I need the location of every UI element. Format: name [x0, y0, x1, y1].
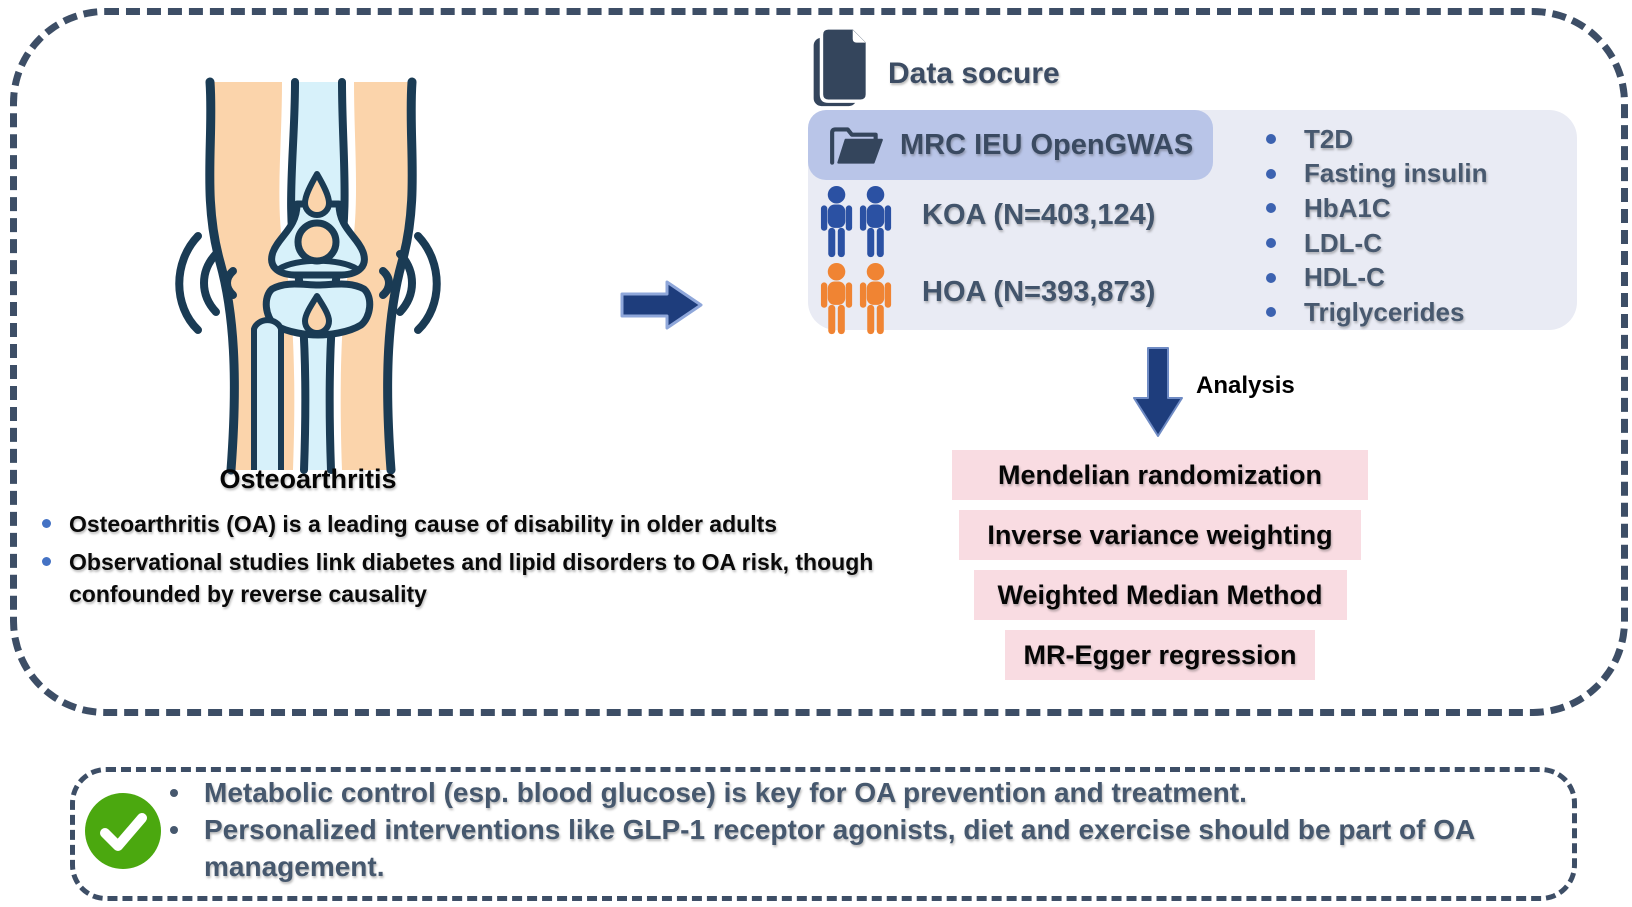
- people-blue-icon: [820, 185, 892, 258]
- analysis-label: Analysis: [1196, 372, 1295, 399]
- bullet-dot-icon: [42, 519, 51, 528]
- method-box: Weighted Median Method: [973, 570, 1347, 620]
- exposure-label: HDL-C: [1304, 262, 1385, 293]
- bullet-dot-icon: [1266, 238, 1276, 249]
- list-item: HDL-C: [1266, 260, 1487, 295]
- bullet-dot-icon: [1266, 272, 1276, 283]
- exposure-label: Triglycerides: [1304, 296, 1465, 327]
- bullet-dot-icon: [170, 789, 178, 797]
- exposure-label: Fasting insulin: [1304, 158, 1488, 189]
- exposure-label: HbA1C: [1304, 192, 1391, 223]
- oa-bullet-list: Osteoarthritis (OA) is a leading cause o…: [42, 508, 922, 616]
- hoa-cohort-label: HOA (N=393,873): [922, 276, 1156, 308]
- conclusion-dashed-panel: [70, 767, 1577, 901]
- method-list: Mendelian randomization Inverse variance…: [870, 450, 1450, 680]
- bullet-dot-icon: [1266, 307, 1276, 318]
- list-item: Observational studies link diabetes and …: [42, 546, 922, 611]
- bullet-dot-icon: [1266, 203, 1276, 214]
- conclusion-bullet-list: Metabolic control (esp. blood glucose) i…: [170, 774, 1510, 885]
- document-icon: [813, 26, 870, 107]
- list-item: Osteoarthritis (OA) is a leading cause o…: [42, 508, 922, 541]
- gwas-database-chip: MRC IEU OpenGWAS: [808, 110, 1213, 180]
- bullet-dot-icon: [1266, 134, 1276, 145]
- knee-joint-illustration: [175, 77, 441, 475]
- method-box: MR-Egger regression: [1005, 630, 1315, 680]
- list-item: Triglycerides: [1266, 295, 1487, 330]
- method-box: Inverse variance weighting: [959, 510, 1361, 560]
- bullet-dot-icon: [42, 556, 51, 566]
- osteoarthritis-caption: Osteoarthritis: [219, 464, 397, 494]
- checkmark-icon: [85, 793, 161, 869]
- koa-cohort-label: KOA (N=403,124): [922, 199, 1156, 231]
- folder-icon: [830, 127, 883, 165]
- arrow-right-icon: [620, 280, 703, 330]
- conclusion-text: Personalized interventions like GLP-1 re…: [204, 814, 1475, 882]
- gwas-database-label: MRC IEU OpenGWAS: [900, 128, 1194, 161]
- people-orange-icon: [820, 262, 892, 335]
- conclusion-text: Metabolic control (esp. blood glucose) i…: [204, 777, 1247, 808]
- exposure-label: LDL-C: [1304, 227, 1382, 258]
- bullet-dot-icon: [1266, 168, 1276, 179]
- list-item: LDL-C: [1266, 226, 1487, 261]
- exposure-list: T2D Fasting insulin HbA1C LDL-C HDL-C Tr…: [1266, 122, 1487, 330]
- list-item: HbA1C: [1266, 191, 1487, 226]
- oa-bullet-text: Osteoarthritis (OA) is a leading cause o…: [69, 511, 778, 537]
- bullet-dot-icon: [170, 826, 178, 834]
- list-item: Fasting insulin: [1266, 157, 1487, 192]
- main-dashed-panel: [10, 8, 1628, 716]
- data-source-heading: Data socure: [888, 57, 1060, 90]
- list-item: Metabolic control (esp. blood glucose) i…: [170, 774, 1510, 811]
- oa-bullet-text: Observational studies link diabetes and …: [69, 548, 874, 608]
- arrow-down-icon: [1133, 347, 1183, 437]
- exposure-label: T2D: [1304, 123, 1354, 154]
- list-item: T2D: [1266, 122, 1487, 157]
- list-item: Personalized interventions like GLP-1 re…: [170, 811, 1510, 885]
- method-box: Mendelian randomization: [951, 450, 1369, 500]
